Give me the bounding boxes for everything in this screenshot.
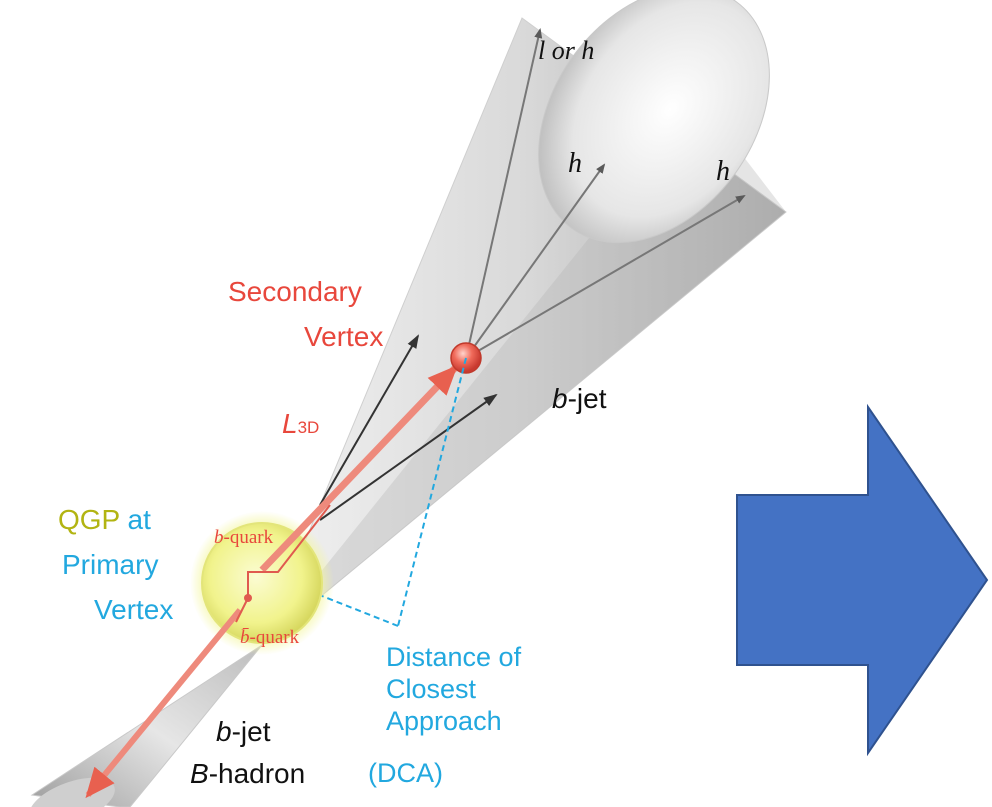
l-or-h-label: l or h bbox=[538, 36, 595, 65]
b-hadron-label: B-hadron bbox=[190, 758, 306, 789]
dca-perpendicular bbox=[321, 595, 399, 627]
qgp-label-line1: QGP at bbox=[58, 504, 151, 535]
dca-label-line1: Distance of bbox=[386, 642, 522, 672]
dca-label-line3: Approach bbox=[386, 706, 502, 736]
track-h-1 bbox=[465, 163, 606, 359]
pair-creation-point bbox=[244, 594, 252, 602]
prompt-track-1 bbox=[319, 334, 420, 506]
dca-label-line4: (DCA) bbox=[368, 758, 443, 788]
b-hadron-arrow bbox=[85, 608, 243, 799]
dca-label-line2: Closest bbox=[386, 674, 477, 704]
bbar-quark-label: b̄-quark bbox=[240, 627, 300, 648]
b-quark-line bbox=[247, 504, 331, 598]
dca-track-extension bbox=[397, 357, 467, 627]
b-jet-label-bottom: b-jet bbox=[216, 716, 271, 747]
big-right-arrow bbox=[736, 403, 989, 757]
prompt-track-2 bbox=[319, 393, 498, 521]
vertex-label-line: Vertex bbox=[94, 594, 174, 625]
hadron-label-2: h bbox=[716, 156, 730, 187]
track-h-2 bbox=[465, 194, 746, 359]
bbar-quark-line bbox=[235, 597, 249, 623]
b-quark-label: b-quark bbox=[214, 527, 274, 548]
primary-label-line: Primary bbox=[62, 549, 159, 580]
track-l-or-h bbox=[465, 28, 543, 359]
secondary-vertex-label-line2: Vertex bbox=[304, 321, 384, 352]
decay-length-arrow bbox=[259, 365, 458, 573]
b-jet-label-top: b-jet bbox=[552, 383, 607, 414]
upper-cone-mouth bbox=[538, 0, 770, 244]
hadron-label-1: h bbox=[568, 148, 582, 179]
decay-length-label: L3D bbox=[282, 408, 320, 439]
secondary-vertex-label-line1: Secondary bbox=[228, 276, 362, 307]
